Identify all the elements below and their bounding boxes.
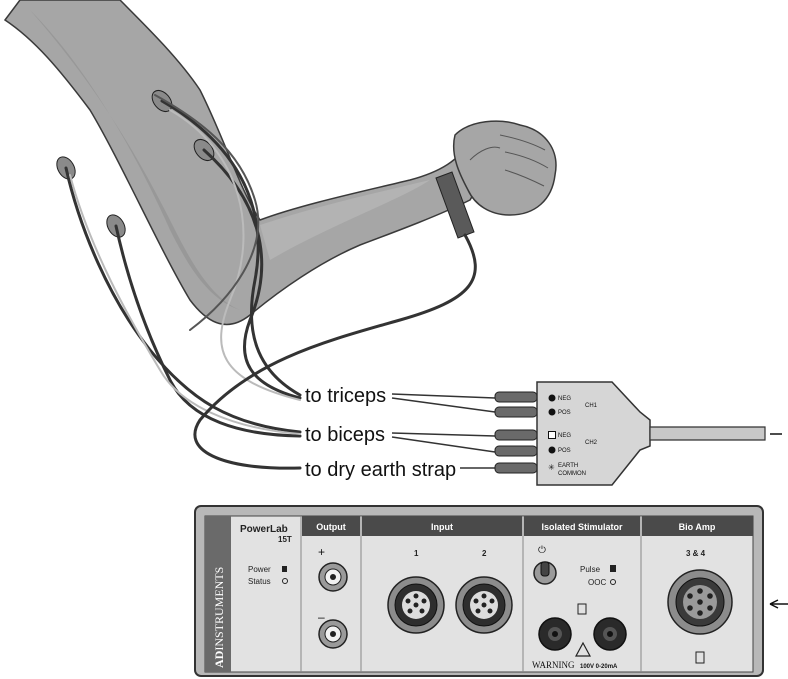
brand-text: ADINSTRUMENTS: [212, 567, 226, 668]
output-minus-label: –: [318, 610, 325, 624]
stim-warning-label: WARNING: [532, 660, 575, 670]
plug-triceps-neg: [495, 392, 537, 402]
power-led-icon: [282, 566, 287, 572]
plug-biceps-neg: [495, 430, 537, 440]
biceps-leader: [392, 433, 495, 452]
output-plus-label: +: [318, 545, 325, 559]
connector-cable: [650, 427, 765, 440]
input-2-connector[interactable]: [456, 577, 512, 633]
triceps-leader: [392, 394, 495, 412]
model-line1: PowerLab: [240, 524, 288, 535]
electrode-connector-pod: NEG POS CH1 NEG POS CH2 ✳ EARTH COMMON: [495, 382, 782, 485]
power-label: Power: [248, 565, 271, 574]
input-1-connector[interactable]: [388, 577, 444, 633]
plug-triceps-pos: [495, 407, 537, 417]
output-header: Output: [316, 522, 346, 532]
ch2-neg-text: NEG: [558, 433, 571, 439]
label-to-dry-earth-strap: to dry earth strap: [305, 459, 456, 481]
earth-text: EARTH: [558, 463, 578, 469]
common-text: COMMON: [558, 471, 586, 477]
brand-bold: AD: [212, 650, 226, 668]
pulse-led-icon: [610, 565, 616, 572]
input-1-label: 1: [414, 549, 419, 558]
output-plus-bnc[interactable]: [319, 563, 347, 591]
input-2-label: 2: [482, 549, 487, 558]
status-label: Status: [248, 577, 271, 586]
stim-output-positive[interactable]: [539, 618, 571, 650]
powerlab-device: ADINSTRUMENTS PowerLab 15T Power Status …: [195, 506, 763, 676]
lead-labels: to triceps to biceps to dry earth strap: [305, 385, 495, 481]
model-line2: 15T: [278, 535, 292, 544]
ch1-neg-text: NEG: [558, 396, 571, 402]
plug-earth: [495, 463, 537, 473]
stim-header: Isolated Stimulator: [541, 522, 623, 532]
stim-warning-spec: 100V 0-20mA: [580, 664, 618, 670]
bioamp-header: Bio Amp: [679, 522, 716, 532]
bioamp-channels-label: 3 & 4: [686, 549, 706, 558]
arm: [5, 0, 500, 324]
stim-switch[interactable]: [534, 562, 556, 584]
label-to-triceps: to triceps: [305, 385, 386, 407]
plug-biceps-pos: [495, 446, 537, 456]
stim-on-icon: ⏻: [538, 545, 546, 556]
bioamp-arrow-icon: [770, 600, 788, 608]
stim-pulse-label: Pulse: [580, 565, 601, 574]
ch1-pos-text: POS: [558, 410, 571, 416]
stim-output-negative[interactable]: [594, 618, 626, 650]
input-header: Input: [431, 522, 453, 532]
brand-rest: INSTRUMENTS: [212, 567, 226, 651]
output-minus-bnc[interactable]: [319, 620, 347, 648]
earth-symbol-icon: ✳: [548, 463, 555, 472]
stim-ooc-label: OOC: [588, 578, 606, 587]
bioamp-connector[interactable]: [668, 570, 732, 634]
ch1-text: CH1: [585, 403, 598, 409]
ch2-text: CH2: [585, 440, 598, 446]
ch2-pos-text: POS: [558, 448, 571, 454]
label-to-biceps: to biceps: [305, 424, 385, 446]
